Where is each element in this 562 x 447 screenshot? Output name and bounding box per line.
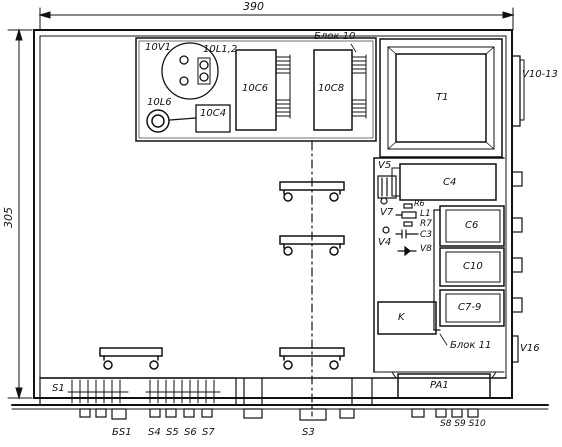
label-block10: Блок 10 [314, 31, 356, 42]
transformer-t1 [379, 38, 503, 158]
front-panel-knobs [79, 408, 479, 421]
label-s6: S6 [184, 427, 197, 438]
connector-v10-13 [511, 55, 525, 127]
label-s4: S4 [148, 427, 161, 438]
label-10l1-2: 10L1,2 [203, 44, 238, 55]
meter-pa1 [391, 371, 497, 399]
component-relay-k [377, 301, 437, 335]
label-10v1: 10V1 [145, 42, 171, 53]
label-c3: C3 [420, 230, 433, 240]
component-10c6 [235, 49, 291, 131]
label-10c8: 10C8 [318, 83, 345, 94]
label-c7-9: C7-9 [458, 302, 482, 313]
label-c10: C10 [463, 261, 483, 272]
label-l1: L1 [420, 209, 431, 219]
component-10c4 [169, 104, 231, 133]
label-bs1: БS1 [112, 427, 132, 438]
label-r7: R7 [420, 219, 432, 229]
label-s1: S1 [52, 383, 65, 394]
label-s8-s10: S8 S9 S10 [440, 419, 486, 429]
component-10l6 [146, 109, 170, 133]
label-v5: V5 [378, 160, 392, 171]
component-c6 [439, 205, 505, 247]
label-v7: V7 [380, 207, 394, 218]
label-s7: S7 [202, 427, 215, 438]
front-panel-switch-block [39, 377, 373, 406]
width-dimension-label: 390 [243, 0, 264, 13]
small-components [380, 197, 419, 257]
component-c10 [439, 247, 505, 287]
label-k: K [398, 312, 405, 323]
leader-lines [350, 43, 448, 346]
label-t1: T1 [436, 92, 449, 103]
width-dimension [38, 7, 515, 31]
label-v10-13: V10-13 [522, 69, 558, 80]
label-v16: V16 [520, 343, 540, 354]
component-v5 [377, 175, 397, 199]
label-block11: Блок 11 [450, 340, 492, 351]
label-10c4: 10C4 [200, 108, 227, 119]
label-c6: C6 [465, 220, 479, 231]
block10-compartment [135, 37, 377, 142]
label-r6: R6 [414, 199, 425, 208]
label-pa1: PA1 [430, 380, 449, 391]
shaft-couplings [99, 181, 345, 370]
label-c4: C4 [443, 177, 457, 188]
height-dimension [7, 28, 33, 400]
label-10l6: 10L6 [147, 97, 172, 108]
component-c7-9 [439, 289, 505, 327]
label-v4: V4 [378, 237, 392, 248]
component-10v1 [161, 42, 219, 100]
label-s5: S5 [166, 427, 179, 438]
label-10c6: 10C6 [242, 83, 269, 94]
component-10c8 [313, 49, 367, 131]
label-s3: S3 [302, 427, 315, 438]
height-dimension-label: 305 [2, 207, 15, 228]
right-side-jacks [511, 171, 523, 363]
capacitor-bracket [433, 209, 441, 331]
label-v8: V8 [420, 244, 432, 254]
